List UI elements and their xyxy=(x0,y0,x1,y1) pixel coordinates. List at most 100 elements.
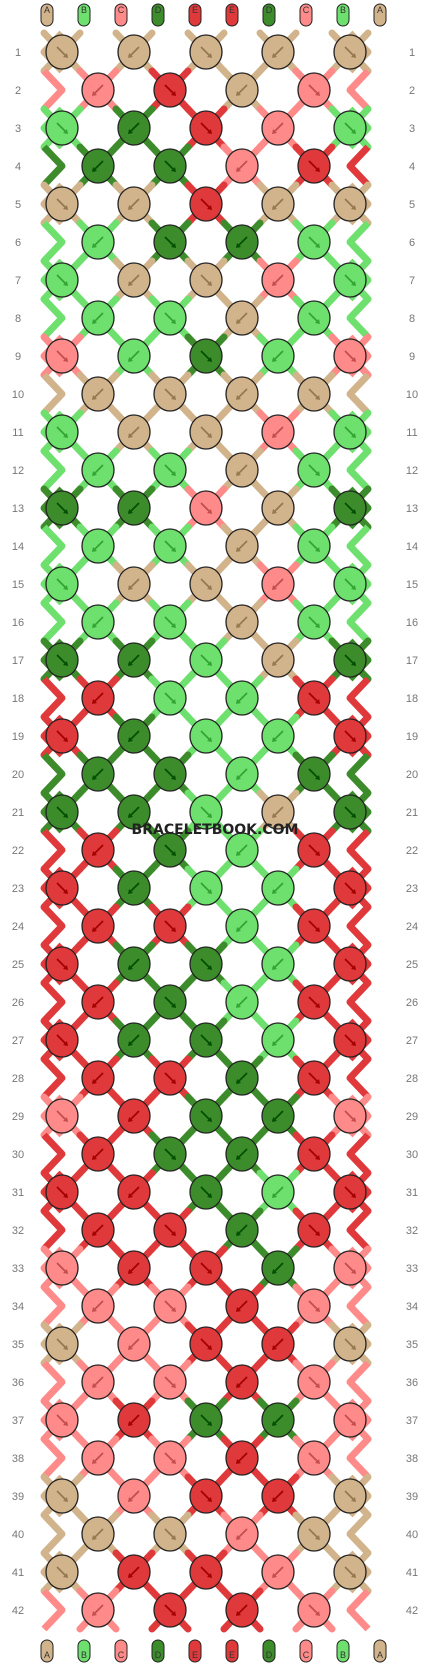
row-number-left: 12 xyxy=(12,465,24,477)
row-number-right: 42 xyxy=(406,1605,418,1617)
knot xyxy=(333,186,367,222)
row-number-right: 40 xyxy=(406,1529,418,1541)
edge-strand-left xyxy=(41,220,66,264)
row-number-right: 39 xyxy=(406,1491,418,1503)
knot xyxy=(225,908,259,944)
knot xyxy=(189,566,223,602)
knot xyxy=(297,604,331,640)
knot xyxy=(333,1554,367,1590)
knot xyxy=(189,262,223,298)
knot xyxy=(45,1478,79,1514)
knot xyxy=(153,1212,187,1248)
knot xyxy=(117,1174,151,1210)
string-letter-bottom: A xyxy=(377,1650,383,1660)
knot xyxy=(225,224,259,260)
knot xyxy=(189,870,223,906)
knot xyxy=(333,1250,367,1286)
knot xyxy=(45,1554,79,1590)
edge-strand-left xyxy=(41,752,66,796)
knot xyxy=(333,414,367,450)
row-number-right: 7 xyxy=(409,275,415,287)
knot xyxy=(81,1364,115,1400)
row-number-left: 21 xyxy=(12,807,24,819)
edge-strand-right xyxy=(346,68,371,112)
edge-strand-left xyxy=(41,372,66,416)
edge-strand-left xyxy=(41,1284,66,1328)
knot xyxy=(189,642,223,678)
knot xyxy=(297,908,331,944)
knot xyxy=(153,148,187,184)
knot xyxy=(333,946,367,982)
edge-strand-left xyxy=(41,980,66,1024)
knot xyxy=(45,34,79,70)
edge-strand-left xyxy=(41,828,66,872)
string-letter-bottom: D xyxy=(155,1650,162,1660)
string-end-bottom xyxy=(151,1639,165,1663)
row-number-left: 39 xyxy=(12,1491,24,1503)
knot xyxy=(81,756,115,792)
knot xyxy=(261,1402,295,1438)
string-letter-top: E xyxy=(229,5,235,15)
edge-strand-left xyxy=(41,144,66,188)
string-end-bottom xyxy=(373,1639,387,1663)
edge-strand-left xyxy=(41,676,66,720)
knot xyxy=(225,1060,259,1096)
knot xyxy=(297,1440,331,1476)
row-number-left: 23 xyxy=(12,883,24,895)
row-number-right: 4 xyxy=(409,161,415,173)
edge-strand-left xyxy=(41,1132,66,1176)
row-number-left: 15 xyxy=(12,579,24,591)
knot xyxy=(117,110,151,146)
string-end-bottom xyxy=(188,1639,202,1663)
knot xyxy=(45,718,79,754)
knot xyxy=(225,756,259,792)
row-number-left: 35 xyxy=(12,1339,24,1351)
knot xyxy=(261,110,295,146)
knot xyxy=(225,148,259,184)
knot xyxy=(333,34,367,70)
edge-strand-right xyxy=(346,1512,371,1556)
row-number-left: 26 xyxy=(12,997,24,1009)
knot xyxy=(81,1440,115,1476)
row-number-right: 2 xyxy=(409,85,415,97)
knot xyxy=(261,186,295,222)
string-end-top xyxy=(373,3,387,27)
knot xyxy=(153,604,187,640)
knot xyxy=(261,338,295,374)
string-end-top xyxy=(40,3,54,27)
edge-strand-left xyxy=(41,448,66,492)
row-number-right: 26 xyxy=(406,997,418,1009)
knot xyxy=(189,1478,223,1514)
knot xyxy=(189,1098,223,1134)
knot xyxy=(153,680,187,716)
row-number-right: 33 xyxy=(406,1263,418,1275)
knot xyxy=(117,262,151,298)
row-number-right: 19 xyxy=(406,731,418,743)
string-letter-top: B xyxy=(340,5,346,15)
edge-strand-right xyxy=(346,1588,371,1632)
string-end-bottom xyxy=(262,1639,276,1663)
knot xyxy=(117,1478,151,1514)
knot xyxy=(261,870,295,906)
string-end-top xyxy=(299,3,313,27)
knot xyxy=(153,1592,187,1628)
knot xyxy=(81,1136,115,1172)
knot xyxy=(225,1516,259,1552)
knot xyxy=(297,832,331,868)
edge-strand-left xyxy=(41,1436,66,1480)
string-letter-top: E xyxy=(192,5,198,15)
knot xyxy=(333,490,367,526)
row-number-right: 30 xyxy=(406,1149,418,1161)
knot xyxy=(45,490,79,526)
knot xyxy=(225,984,259,1020)
knot xyxy=(153,756,187,792)
knot xyxy=(45,1402,79,1438)
knot xyxy=(189,1022,223,1058)
knot xyxy=(261,490,295,526)
knot xyxy=(225,680,259,716)
knot xyxy=(45,1098,79,1134)
knot xyxy=(153,376,187,412)
row-number-left: 9 xyxy=(15,351,21,363)
row-number-left: 37 xyxy=(12,1415,24,1427)
row-number-left: 20 xyxy=(12,769,24,781)
